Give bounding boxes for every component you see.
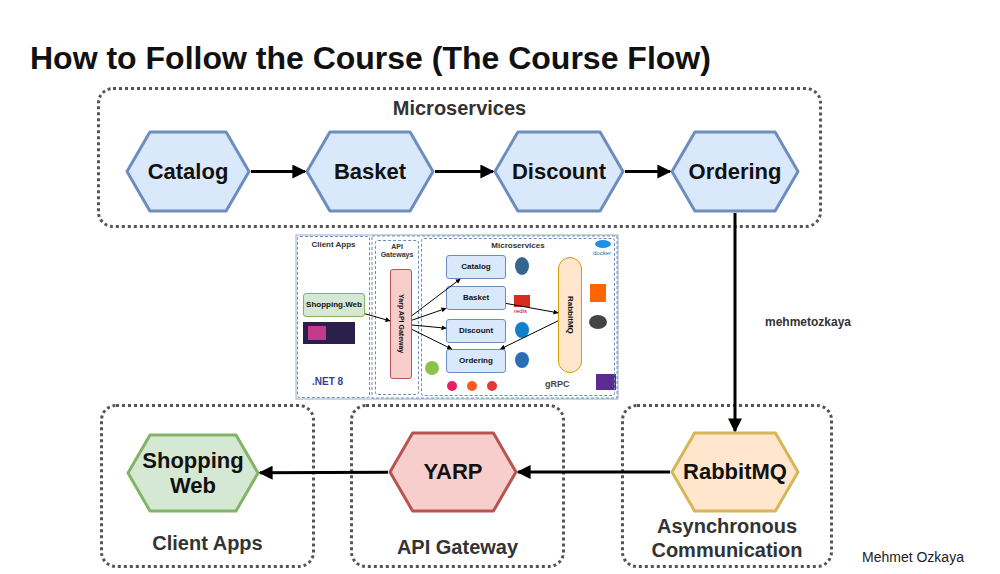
service-hexagon: RabbitMQ: [670, 431, 800, 513]
service-hexagon: Discount: [493, 130, 625, 213]
node-text: Basket: [334, 159, 406, 184]
sql-icon: [515, 352, 529, 368]
flow-arrow: [365, 314, 390, 321]
group-heading: API Gateway: [353, 535, 562, 559]
node-text: Catalog: [148, 159, 229, 184]
text-label: mehmetozkaya: [765, 315, 851, 329]
flow-arrow: [518, 471, 670, 474]
service-box: Basket: [446, 286, 506, 310]
service-box: Catalog: [446, 255, 506, 279]
tool-icon: [487, 381, 497, 391]
net-icon: [596, 374, 616, 390]
node-text: RabbitMQ: [683, 459, 787, 484]
hexagon-shape: [495, 132, 623, 211]
text-label: redis: [514, 308, 527, 314]
group-box: Client Apps Shopping Web: [100, 404, 315, 568]
service-hexagon: Ordering: [670, 130, 800, 213]
group-box: MicroservicesCatalog Basket Discount Orderi…: [97, 87, 822, 228]
flow-arrow: [734, 213, 737, 431]
thumbnail-outer-group: [372, 236, 617, 398]
redis-icon: [514, 295, 530, 307]
node-text: Yarp API Gateway: [397, 294, 405, 353]
screenshot-icon: [303, 322, 355, 344]
service-box: Yarp API Gateway: [390, 269, 412, 379]
docker-icon: [595, 240, 611, 248]
tool-icon: [467, 381, 477, 391]
node-text: Basket: [463, 293, 489, 302]
node-text: Catalog: [461, 262, 490, 271]
group-heading: Microservices: [422, 241, 614, 251]
screenshot-icon: [308, 326, 326, 340]
service-box: Ordering: [446, 349, 506, 373]
group-heading: Asynchronous Communication: [624, 514, 830, 562]
flow-arrow: [412, 325, 446, 328]
diagram-title: How to Follow the Course (The Course Flo…: [30, 40, 711, 77]
group-box: MicroservicesCatalogBasketDiscountOrderi…: [421, 238, 615, 396]
flow-arrow: [412, 279, 460, 316]
text-label: Mehmet Ozkaya: [862, 549, 964, 565]
masstransit-icon: [589, 315, 607, 329]
hexagon-shape: [672, 433, 798, 511]
group-heading: Microservices: [100, 96, 819, 120]
thumbnail-frame: [296, 235, 618, 399]
node-text: Discount: [459, 326, 493, 335]
text-label: gRPC: [545, 379, 570, 389]
group-box: API Gateway YARP: [350, 404, 565, 568]
flow-arrow: [501, 321, 558, 349]
flow-arrow: [435, 170, 493, 173]
text-label: docker: [593, 250, 611, 256]
flow-arrow: [625, 170, 670, 173]
group-box: Asynchronous Communication RabbitMQ: [621, 404, 833, 568]
rabbitmq-icon: [590, 284, 606, 302]
hexagon-shape: [672, 132, 798, 211]
tool-icon: [425, 361, 439, 375]
hexagon-shape: [127, 132, 249, 211]
node-text: RabbitMQ: [565, 296, 574, 334]
tool-icon: [447, 381, 457, 391]
text-label: .NET 8: [312, 376, 343, 387]
group-box: API GatewaysYarp API Gateway: [375, 240, 419, 395]
flow-arrow: [251, 170, 305, 173]
node-text: Ordering: [689, 159, 782, 184]
service-box: Shopping.Web: [303, 293, 365, 317]
hexagon-shape: [307, 132, 433, 211]
node-text: Shopping.Web: [306, 300, 362, 309]
group-heading: Client Apps: [298, 240, 369, 250]
node-text: Shopping Web: [126, 448, 260, 499]
node-text: Discount: [512, 159, 606, 184]
service-hexagon: Catalog: [125, 130, 251, 213]
service-hexagon: Shopping Web: [126, 433, 260, 513]
service-box: Discount: [446, 319, 506, 343]
sqlite-icon: [515, 322, 529, 338]
postgres-icon: [515, 257, 529, 275]
hexagon-shape: [390, 433, 516, 511]
service-hexagon: YARP: [388, 431, 518, 513]
flow-arrow: [506, 303, 558, 312]
service-hexagon: Basket: [305, 130, 435, 213]
flow-arrow: [412, 308, 446, 320]
group-heading: Client Apps: [103, 531, 312, 555]
service-box: RabbitMQ: [558, 257, 582, 373]
group-box: Client AppsShopping.Web: [297, 236, 370, 398]
flow-arrow: [260, 471, 388, 474]
group-heading: API Gateways: [376, 243, 418, 260]
node-text: Ordering: [459, 356, 493, 365]
flow-arrow: [412, 329, 452, 349]
node-text: YARP: [423, 459, 482, 484]
